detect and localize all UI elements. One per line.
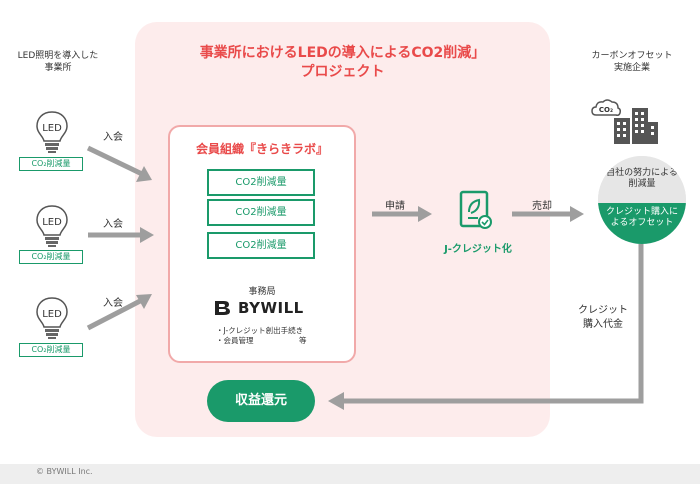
co2-reduction-tag: CO₂削減量 (19, 250, 83, 264)
j-credit-certificate-icon (459, 190, 492, 229)
credit-payment-line2: 購入代金 (583, 319, 623, 330)
join-label-top: 入会 (103, 132, 123, 143)
led-bulb-icon: LED (36, 205, 68, 247)
note-item: ・会員管理 (216, 336, 254, 345)
sell-arrow-head (570, 206, 584, 222)
apply-arrow-head (418, 206, 432, 222)
project-title-line1: 事業所におけるLEDの導入によるCO2削減」 (199, 45, 486, 61)
led-bulb-icon: LED (36, 297, 68, 339)
secretariat-notes: ・J-クレジット創出手続き ・会員管理 等 (216, 326, 326, 346)
led-bulb-text: LED (42, 123, 62, 134)
led-office-label-line2: 事業所 (44, 63, 72, 73)
return-arrow (342, 244, 644, 404)
join-label-mid: 入会 (103, 219, 123, 230)
co2-reduction-box: CO2削減量 (207, 169, 315, 196)
join-arrow-bottom (86, 297, 144, 331)
offset-breakdown-circle: 自社の努力による 削減量 クレジット購入に よるオフセット (598, 156, 686, 244)
offset-company-label-line1: カーボンオフセット (591, 51, 673, 61)
j-credit-label: J-クレジット化 (444, 244, 512, 255)
credit-purchase-offset: クレジット購入に よるオフセット (598, 203, 686, 244)
co2-cloud-text: CO₂ (599, 106, 613, 114)
footer-bar (0, 464, 700, 484)
led-office-label: LED照明を導入した 事業所 (8, 50, 108, 74)
secretariat-label: 事務局 (248, 287, 276, 297)
credit-offset-line1: クレジット購入に (605, 207, 678, 217)
led-bulb-icon: LED (36, 111, 68, 153)
note-etc: 等 (299, 336, 307, 345)
apply-label: 申請 (385, 201, 405, 212)
bywill-logo-icon (215, 301, 230, 315)
credit-offset-line2: よるオフセット (610, 218, 674, 228)
led-bulb-text: LED (42, 217, 62, 228)
offset-company-label: カーボンオフセット 実施企業 (582, 50, 682, 74)
led-bulb-text: LED (42, 309, 62, 320)
own-effort-line1: 自社の努力による (606, 168, 678, 178)
bywill-logo: BYWILL (214, 298, 314, 318)
co2-reduction-tag: CO₂削減量 (19, 343, 83, 357)
co2-reduction-tag: CO₂削減量 (19, 157, 83, 171)
org-title: 会員組織『きらきラボ』 (195, 142, 328, 156)
join-arrow-top-head (136, 166, 152, 182)
own-effort-reduction: 自社の努力による 削減量 (598, 156, 686, 203)
offset-company-label-line2: 実施企業 (613, 63, 650, 73)
join-arrow-top (86, 145, 144, 177)
co2-reduction-box: CO2削減量 (207, 199, 315, 226)
join-arrow-bottom-head (136, 294, 152, 309)
return-arrow-head (328, 392, 344, 410)
led-office-label-line1: LED照明を導入した (17, 51, 99, 61)
project-title-line2: プロジェクト (300, 64, 385, 80)
project-title: 事業所におけるLEDの導入によるCO2削減」 プロジェクト (150, 44, 535, 82)
copyright-text: © BYWILL Inc. (36, 467, 93, 476)
own-effort-line2: 削減量 (628, 179, 656, 189)
credit-payment-label: クレジット 購入代金 (574, 304, 632, 332)
join-label-bottom: 入会 (103, 298, 123, 309)
credit-payment-line1: クレジット (578, 305, 628, 316)
sell-label: 売却 (532, 201, 552, 212)
co2-reduction-box: CO2削減量 (207, 232, 315, 259)
bywill-logo-text: BYWILL (238, 299, 304, 317)
join-arrow-mid-head (140, 227, 154, 243)
revenue-return-badge: 収益還元 (207, 380, 315, 422)
note-item-row: ・会員管理 等 (216, 336, 326, 346)
note-item: ・J-クレジット創出手続き (216, 326, 304, 335)
co2-buildings-icon: CO₂ (591, 99, 658, 144)
